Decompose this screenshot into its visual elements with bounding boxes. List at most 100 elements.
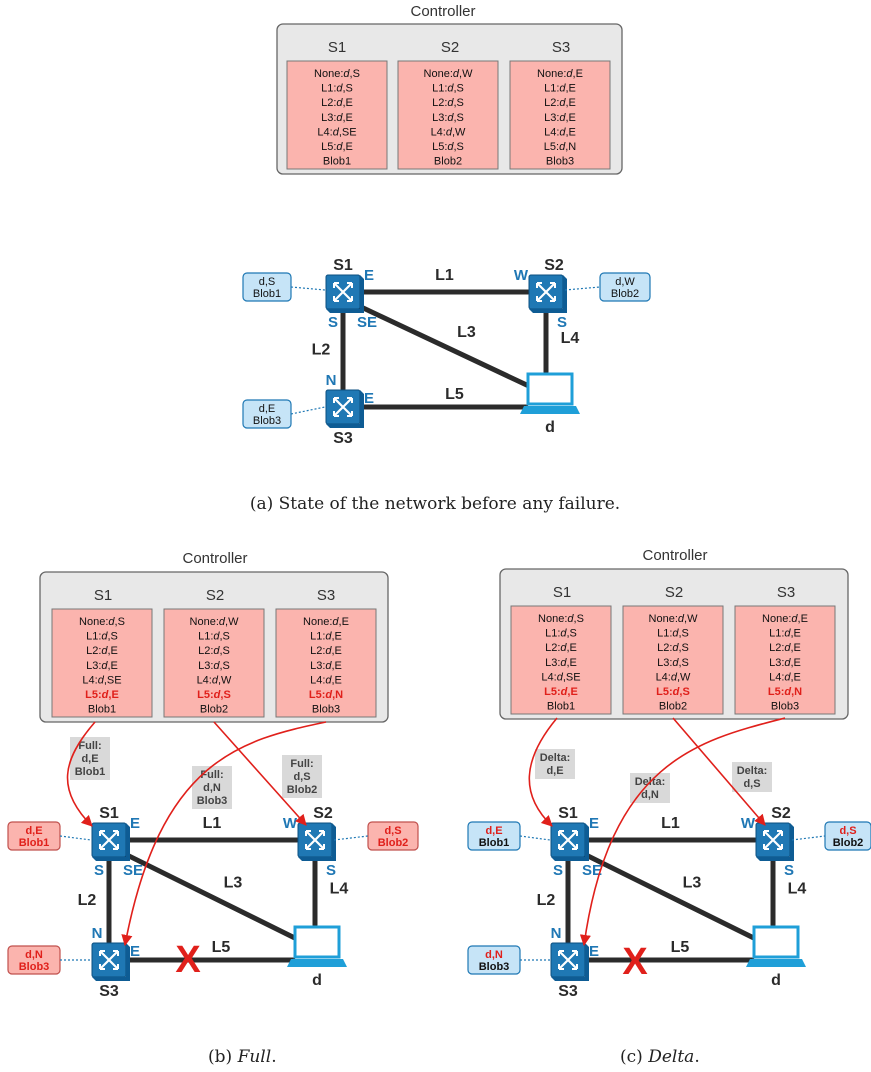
host-d: [285, 925, 349, 969]
failure-mark: X: [175, 939, 201, 981]
table-entry: None:d,W: [190, 616, 240, 628]
link-label-l3: L3: [457, 324, 476, 341]
table-entry: L1:d,S: [86, 631, 118, 643]
table-entry: None:d,W: [424, 68, 474, 80]
table-s2-b: [163, 608, 265, 718]
message-full-s1-line: d,E: [81, 753, 98, 765]
table-entry: L2:d,E: [769, 642, 801, 654]
message-full-s2-line: Blob2: [287, 784, 318, 796]
switch-s3: [324, 388, 366, 430]
table-entry: Blob2: [200, 704, 228, 716]
controller-col-s3: S3: [552, 39, 570, 56]
blob-s3-label: Blob3: [253, 415, 281, 427]
switch-label-s3: S3: [99, 983, 119, 1000]
blob-s2-value: d,W: [615, 276, 635, 288]
port-s1-s: S: [328, 314, 338, 331]
table-entry: L4:d,W: [431, 126, 466, 138]
blob-connector: [519, 835, 551, 841]
table-entry: Blob3: [546, 156, 574, 168]
message-delta-s1-line: Delta:: [540, 752, 571, 764]
blob-s3-c-value: d,N: [485, 949, 503, 961]
table-entry: None:d,E: [303, 616, 349, 628]
controller-col-s1-c: S1: [553, 584, 571, 601]
controller-title-b: Controller: [182, 550, 247, 567]
table-entry: L5:d,E: [321, 141, 353, 153]
tables-a: None:d,SL1:d,SL2:d,EL3:d,EL4:d,SEL5:d,EB…: [314, 68, 583, 168]
link-label-l5: L5: [671, 939, 690, 956]
blob-s1-label: Blob1: [253, 288, 281, 300]
blob-connector: [333, 835, 369, 841]
switch-s1: [90, 821, 132, 863]
table-entry: L1:d,E: [544, 83, 576, 95]
port-s1-e: E: [364, 267, 374, 284]
link-label-l2: L2: [537, 892, 556, 909]
blob-s2-c-value: d,S: [839, 825, 856, 837]
switch-label-s1: S1: [558, 805, 578, 822]
link-label-l2: L2: [78, 892, 97, 909]
message-full-s2: [282, 755, 322, 798]
table-entry: L3:d,S: [198, 660, 230, 672]
table-s1: [286, 60, 388, 170]
host-label-d: d: [771, 972, 781, 989]
port-s1-se: SE: [357, 314, 377, 331]
message-full-s3: [192, 766, 232, 809]
table-s1-c: [510, 605, 612, 715]
link-label-l1: L1: [203, 815, 222, 832]
host-label-d: d: [545, 419, 555, 436]
host-label-d: d: [312, 972, 322, 989]
table-entry: Blob1: [88, 704, 116, 716]
switch-label-s1: S1: [99, 805, 119, 822]
message-delta-s2-line: Delta:: [737, 765, 768, 777]
switch-label-s2: S2: [313, 805, 333, 822]
table-entry: None:d,E: [762, 613, 808, 625]
switch-s3: [549, 941, 591, 983]
link-l3: [122, 851, 320, 952]
table-entry: Blob3: [312, 704, 340, 716]
table-s2: [397, 60, 499, 170]
blob-s2-b: [367, 821, 419, 851]
message-full-s1-line: Blob1: [75, 766, 106, 778]
controller-col-s3-c: S3: [777, 584, 795, 601]
link-label-l4: L4: [330, 881, 349, 898]
blob-connector: [290, 406, 326, 415]
tables-c: None:d,SL1:d,SL2:d,EL3:d,EL4:d,SEL5:d,EB…: [538, 613, 808, 713]
table-entry: L3:d,E: [310, 660, 342, 672]
message-delta-s2-line: d,S: [743, 778, 760, 790]
arrow-delta-s2: [672, 717, 766, 826]
table-entry: L4:d,SE: [541, 671, 580, 683]
table-entry: L1:d,S: [321, 83, 353, 95]
port-s2-s: S: [326, 862, 336, 879]
message-full-s3-line: Blob3: [197, 795, 228, 807]
table-s3: [509, 60, 611, 170]
panel-b: Controller S1 S2 S3 None:d,SL1:d,SL2:d,E…: [7, 550, 419, 1067]
port-s1-s: S: [553, 862, 563, 879]
table-entry: L1:d,E: [310, 631, 342, 643]
table-entry: Blob3: [771, 701, 799, 713]
table-entry: L2:d,E: [544, 97, 576, 109]
port-s3-n: N: [551, 925, 562, 942]
caption-b: (b) Full.: [208, 1047, 277, 1067]
table-entry: L2:d,E: [86, 645, 118, 657]
port-s1-s: S: [94, 862, 104, 879]
controller-title: Controller: [410, 3, 475, 20]
blob-s1-b-value: d,E: [25, 825, 42, 837]
panel-c: Controller S1 S2 S3 None:d,SL1:d,SL2:d,E…: [467, 547, 871, 1067]
link-label-l3: L3: [224, 875, 243, 892]
table-entry: L4:d,E: [310, 674, 342, 686]
controller-col-s2-c: S2: [665, 584, 683, 601]
port-s1-se: SE: [582, 862, 602, 879]
failure-mark: X: [622, 941, 648, 983]
tables-b: None:d,SL1:d,SL2:d,EL3:d,EL4:d,SEL5:d,EB…: [79, 616, 349, 716]
switch-s2: [296, 821, 338, 863]
port-s3-e: E: [130, 943, 140, 960]
arrow-delta-s3: [579, 717, 786, 947]
table-entry: L4:d,SE: [317, 126, 356, 138]
message-full-s3-line: Full:: [200, 769, 223, 781]
message-full-s1: [70, 737, 110, 780]
blob-connector: [791, 835, 826, 841]
blob-s2-b-value: d,S: [384, 825, 401, 837]
link-l3: [581, 851, 779, 952]
controller-col-s2-b: S2: [206, 587, 224, 604]
